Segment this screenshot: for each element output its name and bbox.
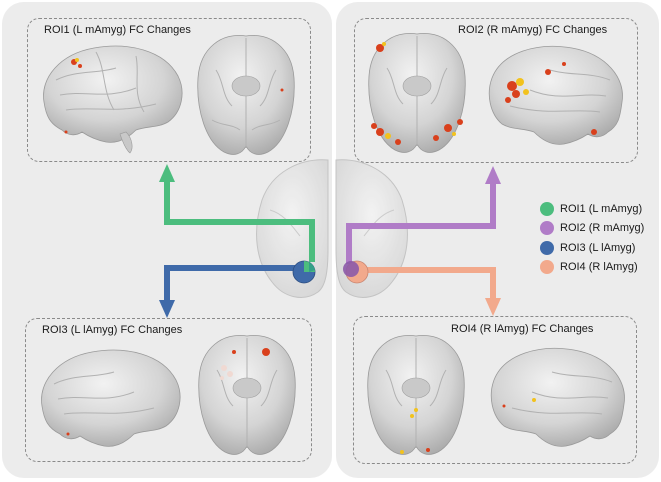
roi2-arrowhead bbox=[485, 166, 501, 184]
roi4-lateral-brain bbox=[490, 347, 625, 447]
roi1-color-swatch bbox=[540, 201, 554, 216]
legend-label-roi4: ROI4 (R lAmyg) bbox=[560, 261, 638, 274]
roi4-ventral-brain bbox=[367, 334, 465, 455]
roi3-lateral-brain bbox=[41, 349, 181, 447]
roi-legend: ROI1 (L mAmyg) ROI2 (R mAmyg) ROI3 (L lA… bbox=[540, 199, 644, 277]
roi1-fc-title: ROI1 (L mAmyg) FC Changes bbox=[44, 24, 191, 36]
legend-item-roi4: ROI4 (R lAmyg) bbox=[540, 258, 644, 278]
legend-label-roi2: ROI2 (R mAmyg) bbox=[560, 222, 645, 235]
legend-label-roi3: ROI3 (L lAmyg) bbox=[560, 241, 636, 254]
roi1-lateral-brain bbox=[43, 45, 183, 154]
roi2-fc-box bbox=[354, 18, 638, 163]
roi1-connector-line bbox=[164, 180, 315, 262]
roi2-color-swatch bbox=[540, 221, 554, 236]
roi3-ventral-brain bbox=[198, 334, 296, 455]
roi2-lateral-brain bbox=[488, 45, 623, 145]
roi2-connector-line bbox=[346, 182, 496, 264]
legend-item-roi3: ROI3 (L lAmyg) bbox=[540, 238, 644, 258]
roi1-fc-box bbox=[27, 18, 311, 162]
roi2-fc-title: ROI2 (R mAmyg) FC Changes bbox=[458, 24, 608, 36]
legend-item-roi1: ROI1 (L mAmyg) bbox=[540, 199, 644, 219]
right-amygdala-seeds bbox=[343, 260, 369, 284]
roi3-fc-title: ROI3 (L lAmyg) FC Changes bbox=[42, 324, 183, 336]
roi4-arrowhead bbox=[485, 298, 501, 316]
roi3-arrowhead bbox=[159, 300, 175, 318]
roi3-fc-box bbox=[25, 318, 312, 462]
roi4-fc-box bbox=[353, 316, 637, 464]
roi1-ventral-brain bbox=[197, 34, 295, 155]
roi4-color-swatch bbox=[540, 260, 554, 275]
roi2-ventral-brain bbox=[368, 32, 466, 153]
left-amygdala-seeds bbox=[292, 260, 316, 284]
roi3-connector-line bbox=[164, 265, 300, 302]
legend-item-roi2: ROI2 (R mAmyg) bbox=[540, 219, 644, 239]
legend-label-roi1: ROI1 (L mAmyg) bbox=[560, 202, 643, 215]
roi1-arrowhead bbox=[159, 164, 175, 182]
roi4-connector-line bbox=[360, 267, 496, 300]
roi4-fc-title: ROI4 (R lAmyg) FC Changes bbox=[451, 323, 594, 335]
roi3-color-swatch bbox=[540, 240, 554, 255]
